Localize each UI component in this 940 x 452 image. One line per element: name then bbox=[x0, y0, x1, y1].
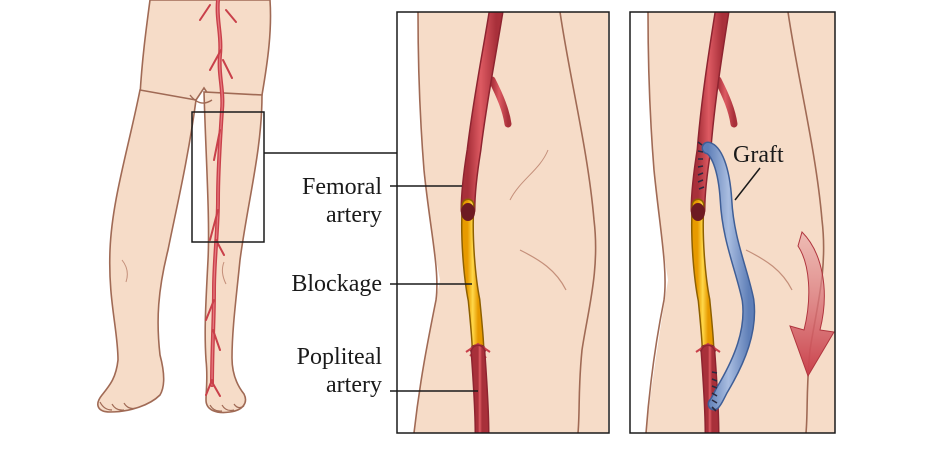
popliteal-label-line1: Popliteal bbox=[296, 344, 382, 370]
femoral-artery-label: Femoral artery bbox=[276, 173, 382, 229]
graft-leader-line bbox=[734, 167, 761, 201]
graft-label: Graft bbox=[733, 142, 784, 168]
full-legs-figure bbox=[97, 0, 272, 414]
femoral-label-line1: Femoral bbox=[302, 174, 382, 200]
popliteal-artery-label: Popliteal artery bbox=[262, 343, 382, 399]
popliteal-label-line2: artery bbox=[326, 372, 382, 398]
femoral-label-line2: artery bbox=[326, 202, 382, 228]
blockage-label: Blockage bbox=[291, 271, 382, 297]
zoom-region-box bbox=[191, 111, 265, 243]
curved-down-arrow-icon bbox=[789, 231, 835, 378]
graft-panel bbox=[629, 11, 836, 434]
blockage-panel bbox=[396, 11, 610, 434]
